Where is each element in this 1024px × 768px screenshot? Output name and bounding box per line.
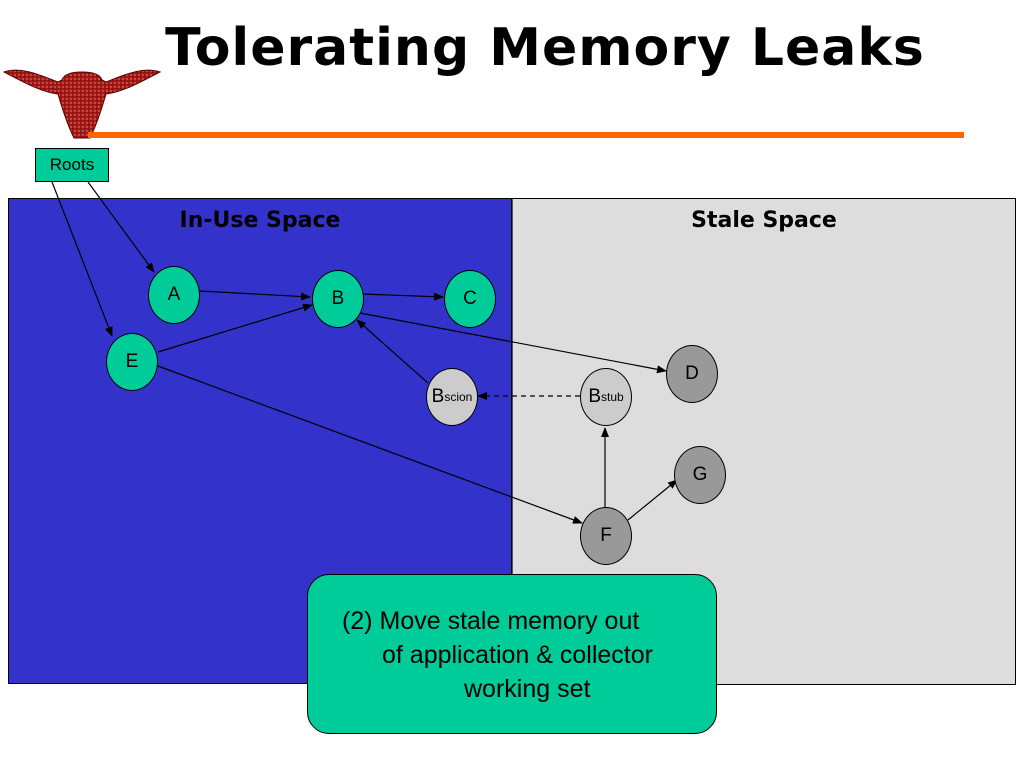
node-c: C — [444, 270, 496, 328]
node-g: G — [674, 446, 726, 504]
edge-e-f — [157, 365, 583, 524]
stale-space-label: Stale Space — [691, 208, 837, 233]
edge-a-b — [199, 290, 311, 301]
callout-line-3: working set — [464, 675, 591, 703]
callout-line-2: of application & collector — [382, 641, 653, 669]
node-b-stub-subscript: stub — [601, 390, 624, 404]
in-use-space-label: In-Use Space — [179, 208, 341, 233]
node-b-scion-label: B — [431, 386, 445, 407]
node-e: E — [106, 333, 158, 391]
edge-e-b — [157, 303, 313, 353]
node-f: F — [580, 507, 632, 565]
node-b-scion-subscript: scion — [444, 390, 473, 404]
edge-f-g — [627, 479, 678, 521]
callout-line-1: (2) Move stale memory out — [342, 607, 640, 635]
node-b-stub-label: B — [588, 386, 601, 407]
edge-roots-e — [51, 181, 113, 337]
node-b: B — [312, 270, 364, 328]
stale-space-region — [512, 198, 1016, 685]
edge-bscion-b — [356, 319, 429, 384]
edge-b-c — [362, 292, 444, 301]
callout-box: (2) Move stale memory out of application… — [307, 574, 717, 734]
edge-roots-a — [87, 181, 155, 273]
edge-b-d — [359, 312, 667, 374]
longhorn-logo-icon — [2, 69, 162, 139]
node-d: D — [666, 345, 718, 403]
slide-title: Tolerating Memory Leaks — [165, 18, 925, 78]
node-a: A — [148, 266, 200, 324]
title-underline — [88, 132, 964, 138]
roots-box: Roots — [35, 148, 109, 182]
